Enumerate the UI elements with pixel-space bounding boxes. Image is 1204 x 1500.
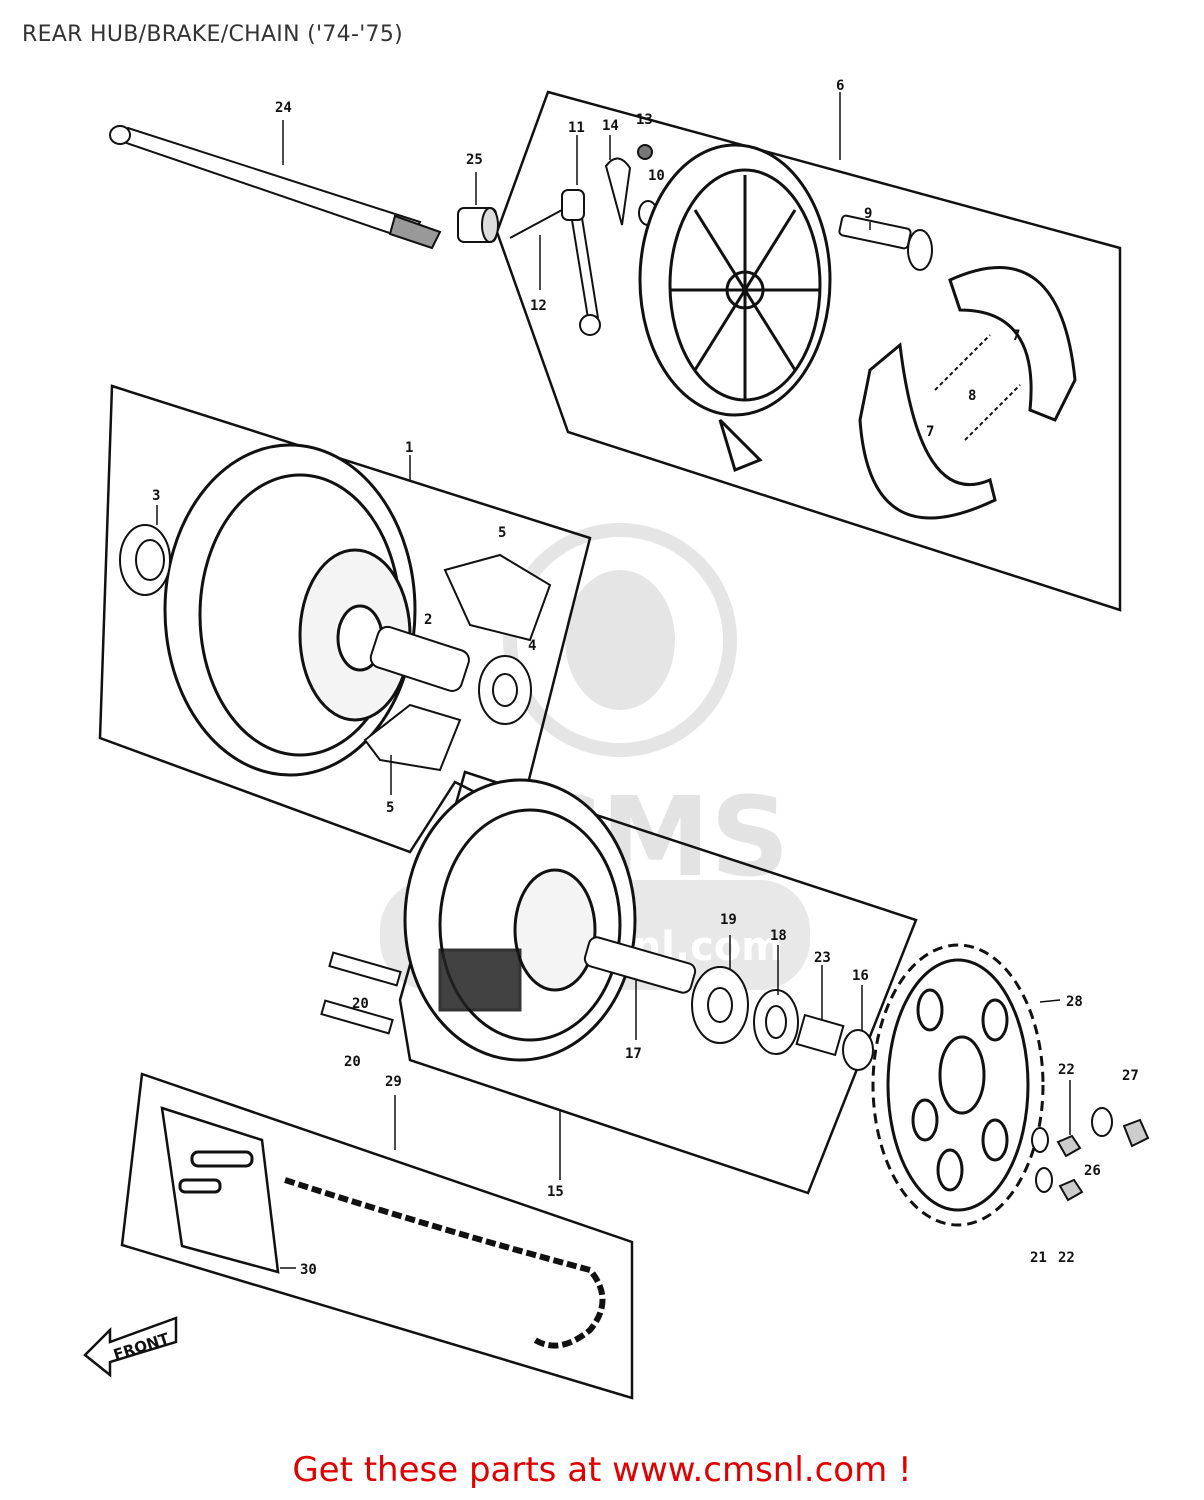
get-parts-link[interactable]: Get these parts at www.cmsnl.com ! — [292, 1450, 912, 1490]
callout-7a: 7 — [1012, 328, 1020, 344]
callout-26: 26 — [1084, 1163, 1101, 1179]
sprocket-bolts — [320, 951, 402, 1035]
callout-14: 14 — [602, 118, 619, 134]
chain-group-outline — [120, 1072, 634, 1400]
callout-5b: 5 — [386, 800, 394, 816]
callout-22b: 22 — [1058, 1250, 1075, 1266]
master-link-box-outline — [160, 1106, 280, 1274]
drive-chain — [284, 1177, 606, 1349]
master-link — [178, 1150, 254, 1194]
callout-6: 6 — [836, 78, 844, 94]
callout-27: 27 — [1122, 1068, 1139, 1084]
sprocket-hub — [403, 778, 637, 1062]
callout-15: 15 — [547, 1184, 564, 1200]
callout-28: 28 — [1066, 994, 1083, 1010]
callout-16: 16 — [852, 968, 869, 984]
hub-spacer — [369, 625, 532, 725]
callout-21: 21 — [1030, 1250, 1047, 1266]
page-title: REAR HUB/BRAKE/CHAIN ('74-'75) — [22, 22, 404, 47]
sprocket-shaft-assembly — [583, 936, 874, 1071]
callout-12: 12 — [530, 298, 547, 314]
callout-23: 23 — [814, 950, 831, 966]
axle-collar — [457, 207, 499, 243]
callout-11: 11 — [568, 120, 585, 136]
callout-9: 9 — [864, 206, 872, 222]
callout-30: 30 — [300, 1262, 317, 1278]
brake-panel-group-outline — [495, 90, 1122, 612]
brake-shoes — [858, 266, 1077, 520]
callout-29: 29 — [385, 1074, 402, 1090]
front-direction-arrow: FRONT — [83, 1316, 178, 1378]
wheel-hub-group-outline — [98, 384, 592, 854]
callout-13: 13 — [636, 112, 653, 128]
rear-axle — [109, 125, 442, 250]
exploded-parts-diagram: CMS www.cmsnl.com — [83, 78, 1150, 1400]
callout-10: 10 — [648, 168, 665, 184]
callout-4: 4 — [528, 638, 536, 654]
callout-labels: 24 25 6 11 14 13 10 12 9 7 8 7 1 3 5 2 4… — [152, 78, 1139, 1278]
hub-dampers — [363, 553, 552, 772]
callout-18: 18 — [770, 928, 787, 944]
brake-springs — [934, 334, 1021, 441]
callout-5a: 5 — [498, 525, 506, 541]
callout-20b: 20 — [344, 1054, 361, 1070]
sprocket-fasteners — [1031, 1107, 1150, 1202]
brake-cam-shaft — [838, 214, 933, 271]
callout-25: 25 — [466, 152, 483, 168]
rear-sprocket — [871, 943, 1045, 1227]
brake-panel — [638, 143, 832, 473]
hub-bearing — [119, 524, 171, 596]
brake-indicator — [604, 144, 658, 226]
callout-19: 19 — [720, 912, 737, 928]
brake-cam-lever — [509, 189, 601, 336]
callout-24: 24 — [275, 100, 292, 116]
callout-3: 3 — [152, 488, 160, 504]
callout-2: 2 — [424, 612, 432, 628]
callout-7b: 7 — [926, 424, 934, 440]
callout-22a: 22 — [1058, 1062, 1075, 1078]
callout-17: 17 — [625, 1046, 642, 1062]
callout-1: 1 — [405, 440, 413, 456]
wheel-hub — [163, 443, 417, 777]
leader-lines — [156, 92, 1071, 1269]
callout-8: 8 — [968, 388, 976, 404]
callout-20a: 20 — [352, 996, 369, 1012]
